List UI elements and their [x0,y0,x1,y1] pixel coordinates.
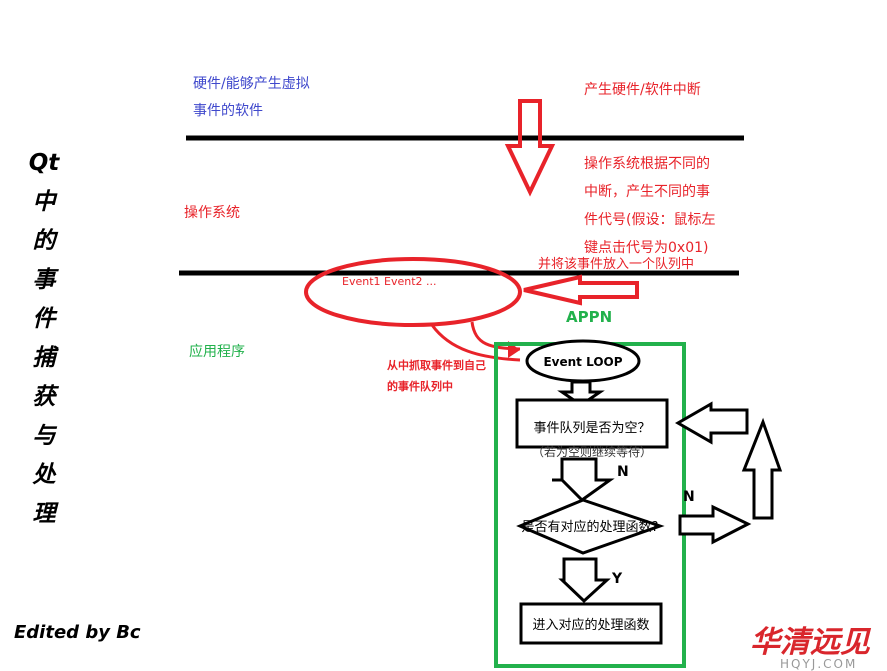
grab-curve [430,324,521,362]
vertical-title: Qt 中 的 事 件 捕 获 与 处 理 [29,150,61,527]
hardware-label: 事件的软件 [193,103,263,119]
app-label: 应用程序 [189,343,245,360]
os-description: 键点击代号为0x01) [584,240,708,256]
event-queue-ellipse [304,257,522,327]
no-handler-arrow [678,504,752,545]
os-label: 操作系统 [184,205,240,221]
interrupt-label: 产生硬件/软件中断 [584,82,701,98]
flow-arrow-down [558,557,611,604]
hardware-label: 硬件/能够产生虚拟 [193,76,310,92]
flow-arrow-down [552,457,615,502]
enqueue-arrow [523,274,639,306]
loop-back-left-arrow [674,401,749,445]
grab-note: 从中抓取事件到自己 [387,358,486,372]
title-char: 件 [33,306,59,332]
queue-empty-box [515,398,669,449]
queue-empty-label: 事件队列是否为空？ [533,421,650,436]
interrupt-arrow [504,99,556,197]
svg-text:HQYJ.COM: HQYJ.COM [780,657,857,671]
appn-label: APPN [566,308,612,326]
title-char: Qt [29,150,61,176]
enter-handler-box [519,602,663,645]
os-description: 操作系统根据不同的 [584,156,710,172]
title-char: 与 [33,423,58,449]
title-char: 捕 [33,345,60,371]
queue-empty-sublabel: （若为空则继续等待） [532,445,652,459]
grab-note: 的事件队列中 [387,379,453,393]
title-char: 理 [33,501,60,527]
n-label: N [617,464,629,480]
os-description: 中断，产生不同的事 [584,184,710,200]
svg-text:华清远见: 华清远见 [750,625,872,660]
queue-note: 并将该事件放入一个队列中 [538,257,694,272]
title-char: 获 [33,384,60,410]
has-handler-label: 是否有对应的处理函数? [522,519,659,535]
edited-by: Edited by Bc [14,622,141,643]
loop-back-up-arrow [741,417,783,520]
title-char: 的 [33,228,59,254]
title-char: 事 [33,267,60,293]
title-char: 处 [32,462,57,488]
watermark-logo: 华清远见 HQYJ.COM [750,625,872,671]
event-loop-label: Event LOOP [543,355,622,369]
title-char: 中 [33,189,59,215]
os-description: 件代号(假设：鼠标左 [584,212,715,228]
y-label: Y [611,571,623,587]
events-text: Event1 Event2 ... [342,275,437,288]
enter-handler-label: 进入对应的处理函数 [532,617,649,633]
n-label: N [683,489,695,505]
handler-diamond [516,498,665,555]
